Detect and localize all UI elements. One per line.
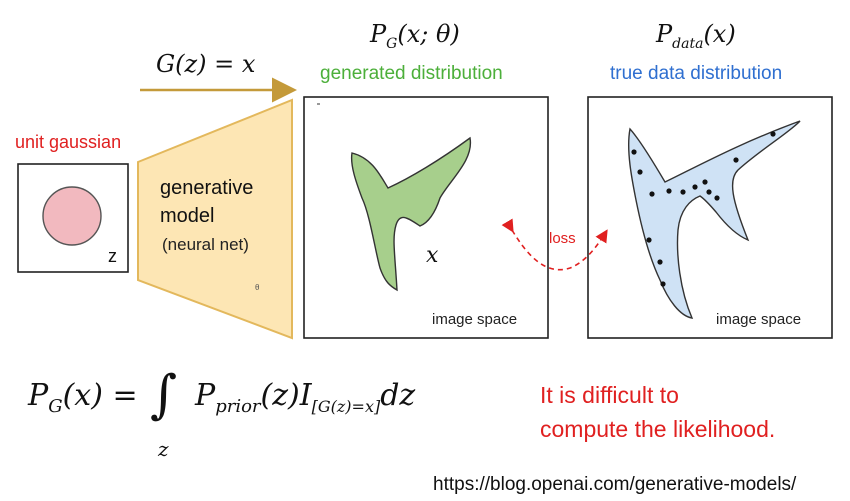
true-distribution-label: true data distribution — [610, 63, 783, 84]
unit-gaussian-label: unit gaussian — [15, 132, 122, 152]
image-space-right-label: image space — [716, 311, 802, 328]
model-line2: model — [160, 205, 215, 227]
data-point — [706, 189, 712, 195]
loss-label: loss — [549, 230, 576, 247]
loss-arrow — [501, 218, 608, 271]
true-data-shape — [627, 120, 801, 319]
difficulty-note-line2: compute the likelihood. — [540, 416, 776, 442]
data-point — [680, 189, 686, 195]
data-point — [657, 259, 663, 265]
pdata-title: Pdata(x) — [656, 20, 736, 52]
data-point — [666, 188, 672, 194]
data-point — [637, 169, 643, 175]
data-points — [631, 131, 776, 287]
integral-subscript: z — [158, 437, 169, 461]
image-space-left-label: image space — [432, 311, 518, 328]
data-point — [692, 184, 698, 190]
generated-distribution-label: generated distribution — [320, 63, 503, 84]
data-point — [714, 195, 720, 201]
z-label: z — [108, 246, 117, 266]
data-point — [646, 237, 652, 243]
source-url: https://blog.openai.com/generative-model… — [433, 474, 797, 495]
gaussian-circle — [42, 186, 102, 246]
pg-title: PG(x; θ) — [370, 20, 460, 52]
x-label: x — [426, 243, 439, 268]
data-point — [649, 191, 655, 197]
data-point — [631, 149, 637, 155]
integral-sign: ∫ — [150, 365, 178, 425]
true-image-space-box — [587, 96, 833, 339]
difficulty-note-line1: It is difficult to — [540, 382, 679, 408]
integral-body: Pprior(z)I[G(z)=x]dz — [195, 378, 416, 417]
generative-model-trapezoid — [137, 98, 293, 340]
data-point — [733, 157, 739, 163]
generator-formula: G(z) = x — [156, 50, 256, 78]
likelihood-formula: PG(x) = — [28, 378, 138, 417]
model-line3: (neural net) — [162, 235, 249, 254]
model-line1: generative — [160, 177, 254, 199]
data-point — [660, 281, 666, 287]
data-point — [770, 131, 776, 137]
data-point — [702, 179, 708, 185]
generated-shape — [350, 136, 472, 292]
theta-mark: θ — [255, 283, 260, 292]
